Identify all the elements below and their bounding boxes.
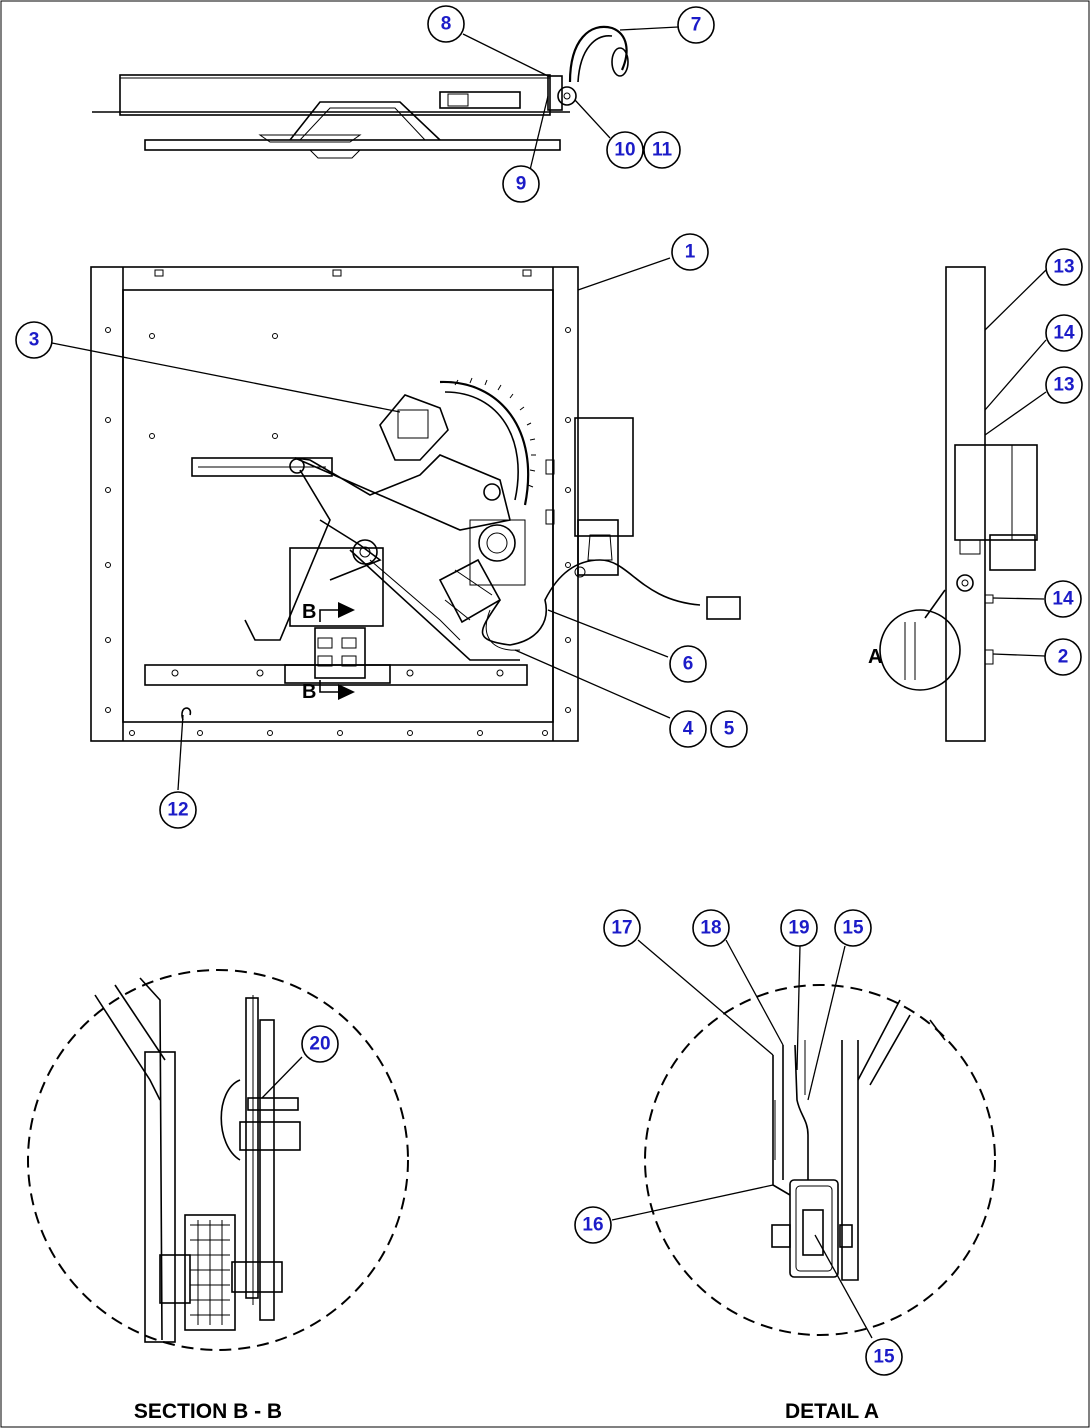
svg-text:17: 17 (611, 918, 632, 939)
svg-text:15: 15 (842, 918, 864, 939)
callout-15-upper: 15 (834, 909, 872, 947)
callout-11: 11 (643, 131, 681, 169)
svg-text:16: 16 (582, 1215, 603, 1236)
svg-text:8: 8 (441, 14, 452, 35)
section-bb-view (27, 969, 409, 1351)
callout-3: 3 (15, 321, 53, 359)
svg-text:11: 11 (652, 140, 673, 161)
callout-17: 17 (603, 909, 641, 947)
detail-a-marker: A (868, 646, 882, 668)
callout-12: 12 (159, 791, 197, 829)
callout-10: 10 (606, 131, 644, 169)
svg-text:18: 18 (700, 918, 721, 939)
callout-20: 20 (301, 1025, 339, 1063)
svg-text:3: 3 (29, 330, 40, 351)
svg-text:19: 19 (788, 918, 809, 939)
top-view (92, 25, 629, 159)
callout-5: 5 (710, 710, 748, 748)
callout-9: 9 (502, 165, 540, 203)
svg-text:9: 9 (516, 174, 527, 195)
section-bb-caption: SECTION B - B (134, 1400, 282, 1423)
svg-text:15: 15 (873, 1347, 895, 1368)
svg-text:12: 12 (167, 800, 188, 821)
svg-text:10: 10 (614, 140, 635, 161)
callout-8: 8 (427, 5, 465, 43)
svg-text:5: 5 (724, 719, 735, 740)
svg-text:13: 13 (1053, 375, 1074, 396)
callout-15-lower: 15 (865, 1338, 903, 1376)
callout-18: 18 (692, 909, 730, 947)
section-b-marker-bottom: B (302, 681, 316, 703)
svg-text:7: 7 (691, 15, 702, 36)
callout-1: 1 (671, 233, 709, 271)
detail-a-caption: DETAIL A (785, 1400, 879, 1423)
side-view: A (868, 266, 1038, 742)
svg-text:4: 4 (683, 719, 694, 740)
svg-text:14: 14 (1052, 589, 1074, 610)
leader-lines (51, 26, 1047, 1339)
callout-16: 16 (574, 1206, 612, 1244)
callout-4: 4 (669, 710, 707, 748)
svg-text:1: 1 (685, 242, 696, 263)
svg-text:6: 6 (683, 654, 694, 675)
callout-19: 19 (780, 909, 818, 947)
svg-text:2: 2 (1058, 647, 1069, 668)
callout-6: 6 (669, 645, 707, 683)
svg-text:20: 20 (309, 1034, 330, 1055)
front-view: B B (90, 266, 741, 742)
detail-a-view (644, 984, 996, 1336)
callout-7: 7 (677, 6, 715, 44)
svg-text:13: 13 (1053, 257, 1074, 278)
callout-2: 2 (1044, 638, 1082, 676)
callout-14-upper: 14 (1045, 314, 1083, 352)
svg-text:14: 14 (1053, 323, 1075, 344)
callout-13-lower: 13 (1045, 366, 1083, 404)
callout-13-upper: 13 (1045, 248, 1083, 286)
callout-14-lower: 14 (1044, 580, 1082, 618)
section-b-marker-top: B (302, 601, 316, 623)
